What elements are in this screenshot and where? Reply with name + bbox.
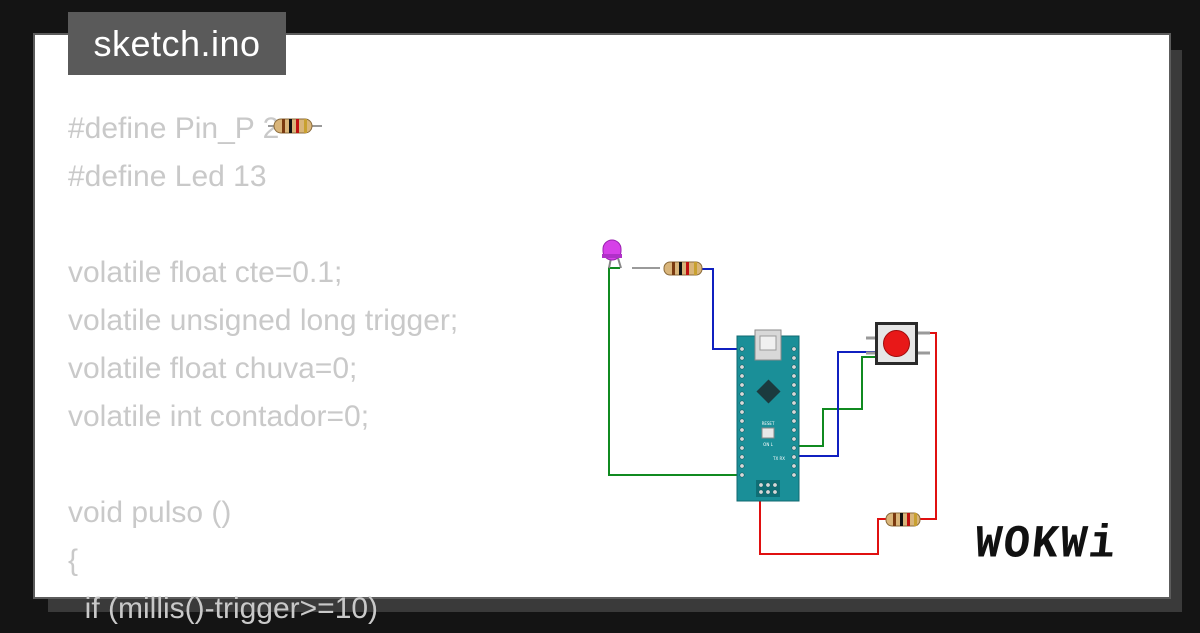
- header-pin: [739, 346, 745, 352]
- pushbutton-icon: [866, 322, 930, 365]
- code-line: #define Led 13: [68, 160, 267, 193]
- header-pin: [739, 427, 745, 433]
- header-pin: [758, 489, 764, 495]
- code-preview: #define Pin_P 2 #define Led 13 volatile …: [68, 105, 458, 633]
- wire-green: [796, 356, 875, 447]
- code-line: #define Pin_P 2: [68, 112, 280, 145]
- header-pin: [791, 391, 797, 397]
- header-pin: [739, 373, 745, 379]
- header-pin: [791, 418, 797, 424]
- header-pin: [739, 463, 745, 469]
- header-pin: [791, 472, 797, 478]
- preview-card: #define Pin_P 2 #define Led 13 volatile …: [33, 33, 1171, 625]
- header-pin: [739, 436, 745, 442]
- header-pin: [739, 364, 745, 370]
- header-pin: [791, 463, 797, 469]
- header-pin: [791, 427, 797, 433]
- wire-red: [759, 487, 888, 555]
- header-pin: [765, 482, 771, 488]
- header-pin: [765, 489, 771, 495]
- code-line: volatile unsigned long trigger;: [68, 304, 459, 337]
- header-pin: [739, 391, 745, 397]
- file-tab: sketch.ino: [68, 12, 286, 75]
- resistor-icon: [885, 512, 921, 527]
- code-line: volatile float chuva=0;: [68, 352, 358, 385]
- resistor-icon: [268, 118, 322, 134]
- header-pin: [739, 454, 745, 460]
- pin-row-right: [791, 346, 797, 478]
- header-pin: [791, 346, 797, 352]
- header-pin: [791, 382, 797, 388]
- header-pin: [739, 418, 745, 424]
- code-line: volatile float cte=0.1;: [68, 256, 343, 289]
- reset-label: RESET: [762, 421, 775, 426]
- header-pin: [739, 445, 745, 451]
- arduino-nano-icon: RESET ON L TX RX: [736, 329, 800, 502]
- code-line: void pulso (): [68, 496, 232, 529]
- code-line: {: [68, 544, 79, 577]
- wire-blue: [796, 351, 875, 457]
- pin-row-left: [739, 346, 745, 478]
- header-pin: [791, 355, 797, 361]
- wire-green: [608, 267, 742, 476]
- on-l-label: ON L: [763, 442, 773, 447]
- header-pin: [758, 482, 764, 488]
- wire-blue: [700, 268, 742, 350]
- led-icon: [602, 239, 622, 269]
- header-pin: [791, 409, 797, 415]
- header-pin: [739, 472, 745, 478]
- header-pin: [791, 364, 797, 370]
- header-pin: [791, 400, 797, 406]
- wokwi-logo: WOKWi: [972, 518, 1120, 572]
- header-pin: [772, 482, 778, 488]
- header-pin: [791, 454, 797, 460]
- header-pin: [739, 400, 745, 406]
- code-line: if (millis()-trigger>=10): [68, 592, 379, 625]
- header-pin: [739, 355, 745, 361]
- header-pin: [791, 445, 797, 451]
- header-pin: [772, 489, 778, 495]
- header-pin: [739, 382, 745, 388]
- header-pin: [791, 436, 797, 442]
- header-pin: [791, 373, 797, 379]
- wire-red: [918, 332, 937, 520]
- header-pin: [739, 409, 745, 415]
- tx-rx-label: TX RX: [772, 456, 785, 461]
- resistor-icon: [663, 261, 703, 276]
- pin-header-icsp: [758, 482, 778, 495]
- code-line: volatile int contador=0;: [68, 400, 370, 433]
